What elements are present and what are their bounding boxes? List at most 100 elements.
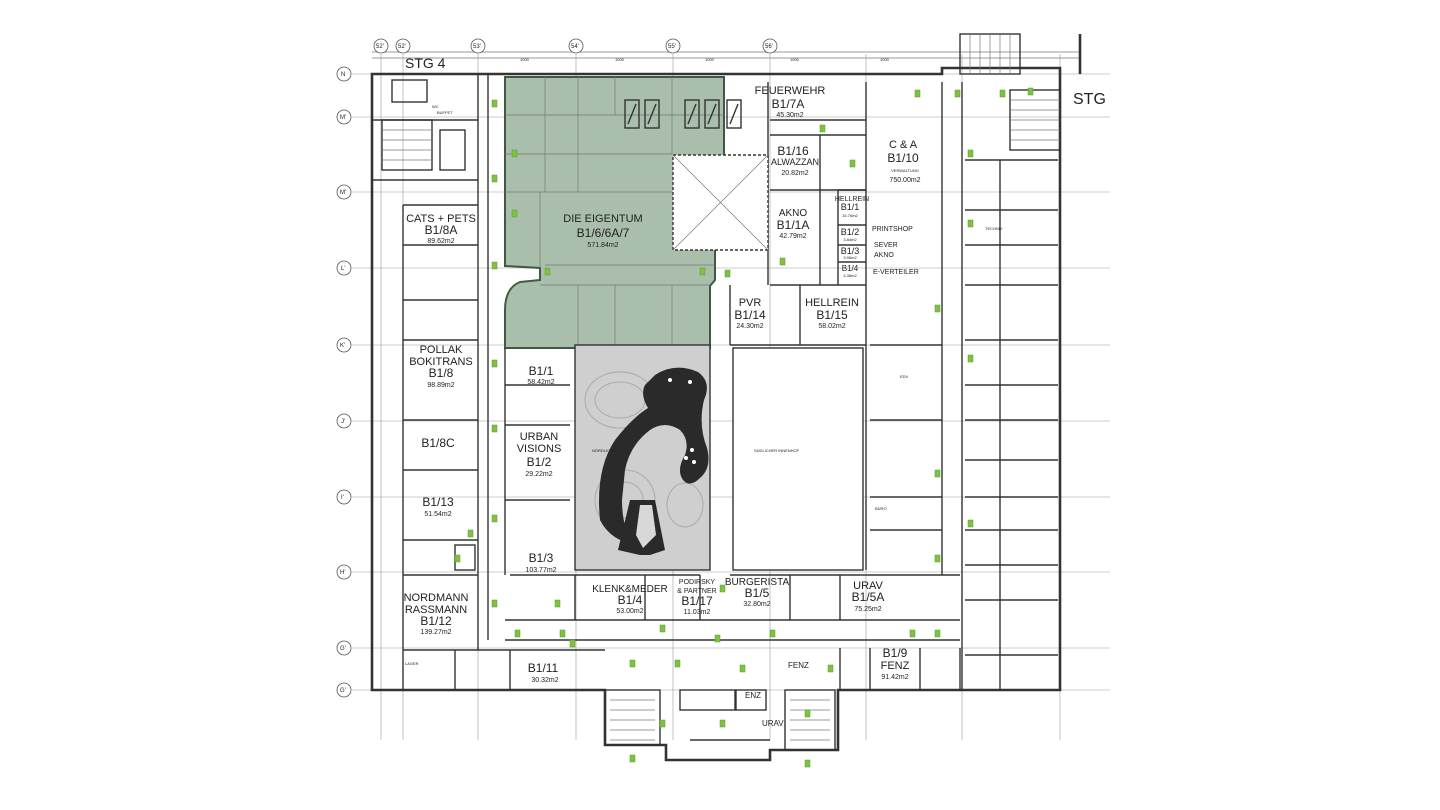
room-pollak[interactable]: POLLAK BOKITRANS B1/8 98.89m2 [409,344,473,389]
room-printshop[interactable]: PRINTSHOP [872,226,913,233]
svg-text:58.02m2: 58.02m2 [818,323,845,330]
exit-sign-marker [967,219,974,228]
svg-text:B1/12: B1/12 [420,614,452,628]
exit-sign-marker [491,174,498,183]
exit-sign-marker [739,664,746,673]
stair-label-right: STG [1073,91,1106,108]
room-podirsky[interactable]: PODIRSKY & PARTNER B1/17 11.03m2 [677,579,716,616]
svg-text:CATS + PETS: CATS + PETS [406,213,476,225]
room-nordmann[interactable]: NORDMANN RASSMANN B1/12 139.27m2 [404,592,469,636]
room-ca[interactable]: C & A B1/10 VERWALTUNG 750.00m2 [887,139,920,184]
exit-sign-marker [779,257,786,266]
room-akno[interactable]: AKNO B1/1A 42.79m2 [777,208,810,240]
room-everteiler[interactable]: E-VERTEILER [873,269,919,276]
room-alwazzan[interactable]: B1/16 ALWAZZAN 20.82m2 [771,144,819,177]
svg-text:RASSMANN: RASSMANN [405,604,467,616]
svg-text:3.84m2: 3.84m2 [843,237,857,242]
svg-text:AKNO: AKNO [874,252,894,259]
svg-text:B1/1A: B1/1A [777,218,810,232]
svg-text:24.30m2: 24.30m2 [736,323,763,330]
exit-sign-marker [699,267,706,276]
svg-text:B1/1: B1/1 [529,364,554,378]
highlight-eigentum[interactable] [504,76,742,349]
room-urav-small[interactable]: URAV [762,719,784,728]
grid-bubble-56: 56' [762,38,778,54]
room-enz[interactable]: ENZ [745,691,761,700]
exit-sign-marker [674,659,681,668]
svg-text:32.80m2: 32.80m2 [743,601,770,608]
exit-sign-marker [827,664,834,673]
room-b1-8c[interactable]: B1/8C [421,436,455,450]
svg-text:30.32m2: 30.32m2 [531,677,558,684]
exit-sign-marker [659,719,666,728]
svg-text:B1/1: B1/1 [841,202,860,212]
svg-text:58.42m2: 58.42m2 [527,379,554,386]
room-sever[interactable]: SEVER AKNO [874,242,898,259]
svg-text:B1/10: B1/10 [887,151,919,165]
svg-text:AKNO: AKNO [779,208,808,219]
grid-bubble-i: I' [336,489,352,505]
room-b1-3[interactable]: B1/3 103.77m2 [525,551,556,574]
svg-text:11.03m2: 11.03m2 [684,609,711,616]
grid-bubble-m2: M' [336,184,352,200]
grid-bubble-g2: G' [336,682,352,698]
exit-sign-marker [804,709,811,718]
svg-text:I': I' [341,495,344,501]
exit-sign-marker [804,759,811,768]
small-label-edv: EDV [900,374,909,379]
room-fenz-small[interactable]: FENZ [788,661,809,670]
exit-sign-marker [934,469,941,478]
exit-sign-marker [491,514,498,523]
room-cats-pets[interactable]: CATS + PETS B1/8A 89.62m2 [406,213,476,245]
svg-text:FEUERWEHR: FEUERWEHR [755,85,826,97]
room-b1-11[interactable]: B1/11 30.32m2 [528,661,559,684]
svg-text:45.30m2: 45.30m2 [776,112,803,119]
exit-sign-marker [491,424,498,433]
exit-sign-marker [544,267,551,276]
svg-text:VISIONS: VISIONS [517,443,562,455]
room-b1-13[interactable]: B1/13 51.54m2 [422,495,454,518]
svg-text:B1/16: B1/16 [777,144,809,158]
exit-sign-marker [934,304,941,313]
svg-text:52': 52' [398,44,406,50]
exit-sign-marker [934,629,941,638]
room-burgerista[interactable]: BURGERISTA B1/5 32.80m2 [725,577,790,608]
grid-bubble-l: L' [336,260,352,276]
room-b1-9-fenz[interactable]: B1/9 FENZ 91.42m2 [881,646,910,681]
svg-text:B1/5A: B1/5A [852,590,885,604]
svg-text:URBAN: URBAN [520,431,559,443]
stair-top-right [959,33,1061,151]
svg-text:SEVER: SEVER [874,242,898,249]
courtyard-path [599,367,709,545]
room-hellrein-small[interactable]: HELLREIN B1/1 15.76m2 [835,196,869,218]
courtyard-north-label: NÖRDLICHER [592,448,619,453]
room-klenk-meder[interactable]: KLENK&MEDER B1/4 53.00m2 [592,584,668,615]
room-eigentum[interactable]: DIE EIGENTUM B1/6/6A/7 571.84m2 [563,213,642,249]
svg-text:15.76m2: 15.76m2 [842,213,858,218]
svg-text:C & A: C & A [889,139,918,151]
svg-text:B1/2: B1/2 [527,455,552,469]
svg-text:1000: 1000 [790,57,800,62]
room-urav[interactable]: URAV B1/5A 75.25m2 [852,580,885,613]
room-feuerwehr[interactable]: FEUERWEHR B1/7A 45.30m2 [755,85,826,119]
room-b1-3-small[interactable]: B1/3 3.95m2 [841,246,860,260]
exit-sign-marker [629,754,636,763]
svg-text:4.38m2: 4.38m2 [843,273,857,278]
room-pvr[interactable]: PVR B1/14 24.30m2 [734,297,766,330]
svg-text:L': L' [341,266,345,272]
room-hellrein[interactable]: HELLREIN B1/15 58.02m2 [805,297,859,330]
exit-sign-marker [849,159,856,168]
room-urban-visions[interactable]: URBAN VISIONS B1/2 29.22m2 [517,431,562,478]
svg-text:B1/4: B1/4 [842,264,859,273]
room-b1-1[interactable]: B1/1 58.42m2 [527,364,554,386]
room-b1-4-small[interactable]: B1/4 4.38m2 [842,264,859,278]
exit-sign-marker [914,89,921,98]
grid-bubbles-left: N M' M' L' K' J' I' H' G' G' [336,66,352,698]
svg-text:BOKITRANS: BOKITRANS [409,356,473,368]
exit-sign-marker [967,519,974,528]
exit-sign-marker [724,269,731,278]
exit-sign-marker [511,149,518,158]
exit-sign-marker [954,89,961,98]
room-b1-2-small[interactable]: B1/2 3.84m2 [841,227,860,242]
